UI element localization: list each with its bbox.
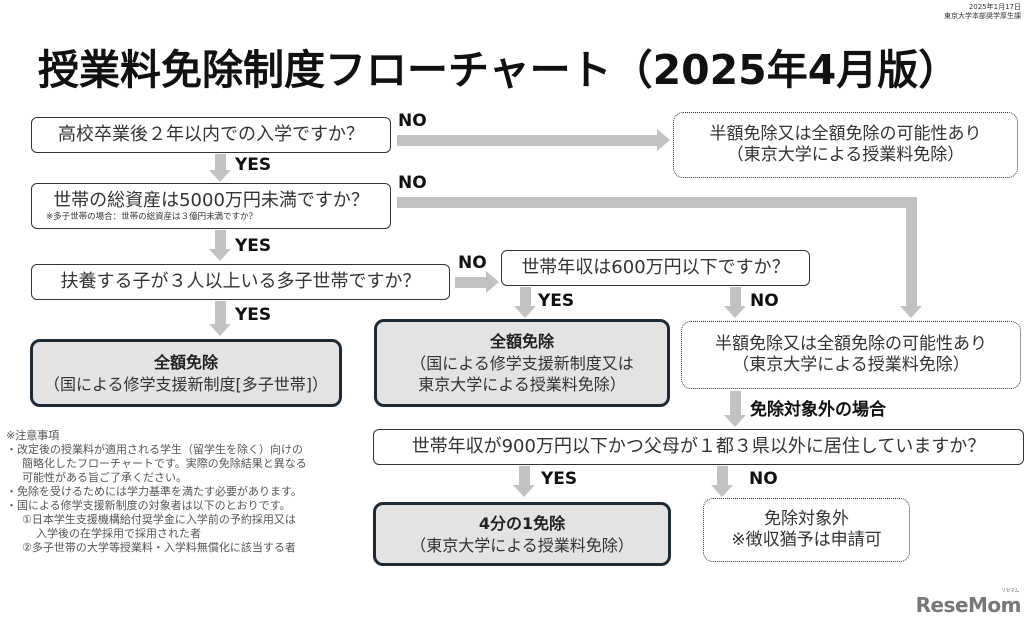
result-not-eligible-line2: ※徴収猶予は申請可 <box>731 530 882 550</box>
q4-yes-label: YES <box>538 291 575 311</box>
question-q1-text: 高校卒業後２年以内での入学ですか？ <box>58 124 364 145</box>
question-q5-text: 世帯年収が900万円以下かつ父母が１都３県以外に居住していますか？ <box>411 436 986 457</box>
q3-no-label: NO <box>458 253 487 273</box>
result-not-eligible-box: 免除対象外 ※徴収猶予は申請可 <box>703 498 910 562</box>
notes-heading: ※注意事項 <box>6 429 60 442</box>
question-q2-text: 世帯の総資産は5000万円未満ですか？ <box>53 190 369 211</box>
result-quarter-head: 4分の1免除 <box>478 513 566 533</box>
question-q5-box: 世帯年収が900万円以下かつ父母が１都３県以外に居住していますか？ <box>373 429 1024 465</box>
q5-yes-arrow-shaft <box>519 466 530 486</box>
notes-line: ②多子世帯の大学等授業料・入学料無償化に該当する者 <box>22 541 296 554</box>
q1-yes-arrow-head-icon <box>209 170 231 182</box>
notes-line: ・改定後の授業料が適用される学生（留学生を除く）向けの <box>6 443 303 456</box>
notes-line: 可能性がある旨ご了承ください。 <box>22 471 187 484</box>
notes-line: ①日本学生支援機構給付奨学金に入学前の予約採用又は <box>22 513 296 526</box>
q4-no-label: NO <box>750 291 779 311</box>
result-full-multichild-body: （国による修学支援新制度[多子世帯]） <box>43 374 328 394</box>
q2-no-label: NO <box>398 173 427 193</box>
result-full-multichild-head: 全額免除 <box>153 352 218 372</box>
result-full-exemption-support-box: 全額免除 （国による修学支援新制度又は 東京大学による授業料免除） <box>374 319 670 407</box>
q4-no-arrow-head-icon <box>724 306 746 318</box>
q4-yes-arrow-head-icon <box>514 306 536 318</box>
q2-no-arrow-head-icon <box>900 306 922 318</box>
notes-line: 簡略化したフローチャートです。実際の免除結果と異なる <box>22 457 307 470</box>
page-title: 授業料免除制度フローチャート（2025年4月版） <box>38 46 960 94</box>
exempt-out-arrow-head-icon <box>724 415 746 427</box>
notes-line: ・国による修学支援新制度の対象者は以下のとおりです。 <box>6 499 291 512</box>
result-mid-right-line1: 半額免除又は全額免除の可能性あり <box>715 334 987 354</box>
q5-yes-label: YES <box>541 469 578 489</box>
q3-yes-arrow-head-icon <box>209 324 231 336</box>
resemom-logo-text: ReseMom <box>915 593 1022 617</box>
q1-no-label: NO <box>398 111 427 131</box>
q3-yes-arrow-shaft <box>215 301 226 325</box>
q3-no-arrow-shaft <box>455 277 487 288</box>
result-not-eligible-line1: 免除対象外 <box>764 509 849 529</box>
q2-yes-arrow-shaft <box>215 230 226 250</box>
result-mid-right-line2: （東京大学による授業料免除） <box>732 355 970 375</box>
document-meta: 2025年1月17日 東京大学本部奨学厚生課 <box>944 3 1021 21</box>
exempt-out-arrow-shaft <box>730 391 741 416</box>
resemom-logo-ruby: リセマム <box>1000 588 1020 594</box>
q2-yes-label: YES <box>235 236 272 256</box>
question-q4-text: 世帯年収は600万円以下ですか？ <box>521 257 790 278</box>
result-mid-right-box: 半額免除又は全額免除の可能性あり （東京大学による授業料免除） <box>681 321 1021 389</box>
q5-yes-arrow-head-icon <box>513 485 535 497</box>
result-full-support-head: 全額免除 <box>489 332 554 351</box>
question-q2-box: 世帯の総資産は5000万円未満ですか？ ※多子世帯の場合：世帯の総資産は３億円未… <box>31 183 391 229</box>
result-quarter-exemption-box: 4分の1免除 （東京大学による授業料免除） <box>373 502 671 566</box>
exempt-out-label: 免除対象外の場合 <box>750 400 886 420</box>
question-q2-note: ※多子世帯の場合：世帯の総資産は３億円未満ですか？ <box>46 212 258 222</box>
result-top-right-line1: 半額免除又は全額免除の可能性あり <box>709 124 982 144</box>
q4-no-arrow-shaft <box>730 287 741 307</box>
q5-no-label: NO <box>749 469 778 489</box>
question-q3-text: 扶養する子が３人以上いる多子世帯ですか？ <box>60 271 421 292</box>
result-full-support-line2: 東京大学による授業料免除） <box>418 375 626 394</box>
q2-yes-arrow-head-icon <box>209 249 231 261</box>
q2-no-arrow-shaft-vertical <box>906 197 917 307</box>
q1-yes-arrow-shaft <box>215 154 226 172</box>
q3-yes-label: YES <box>235 305 272 325</box>
q5-no-arrow-shaft <box>717 466 728 486</box>
q3-no-arrow-head-icon <box>486 271 499 293</box>
result-quarter-body: （東京大学による授業料免除） <box>410 535 634 555</box>
q1-no-arrow-head-icon <box>657 129 670 151</box>
result-top-right-box: 半額免除又は全額免除の可能性あり （東京大学による授業料免除） <box>673 112 1018 178</box>
q1-yes-label: YES <box>235 155 272 175</box>
document-department: 東京大学本部奨学厚生課 <box>944 12 1021 20</box>
document-date: 2025年1月17日 <box>968 3 1021 11</box>
result-full-support-line1: （国による修学支援新制度又は <box>410 354 634 373</box>
q5-no-arrow-head-icon <box>711 485 733 497</box>
notes-line: 入学後の在学採用で採用された者 <box>36 527 201 540</box>
question-q1-box: 高校卒業後２年以内での入学ですか？ <box>31 117 391 153</box>
question-q3-box: 扶養する子が３人以上いる多子世帯ですか？ <box>31 264 450 300</box>
result-top-right-line2: （東京大学による授業料免除） <box>726 145 965 165</box>
resemom-logo: ReseMom リセマム <box>915 588 1022 617</box>
question-q4-box: 世帯年収は600万円以下ですか？ <box>501 250 810 286</box>
notes-section: ※注意事項 ・改定後の授業料が適用される学生（留学生を除く）向けの 簡略化したフ… <box>6 429 307 555</box>
q1-no-arrow-shaft <box>397 135 659 146</box>
notes-line: ・免除を受けるためには学力基準を満たす必要があります。 <box>6 485 302 498</box>
result-full-exemption-multichild-box: 全額免除 （国による修学支援新制度[多子世帯]） <box>30 339 342 407</box>
q2-no-arrow-shaft-horizontal <box>397 197 917 208</box>
q4-yes-arrow-shaft <box>520 287 531 307</box>
